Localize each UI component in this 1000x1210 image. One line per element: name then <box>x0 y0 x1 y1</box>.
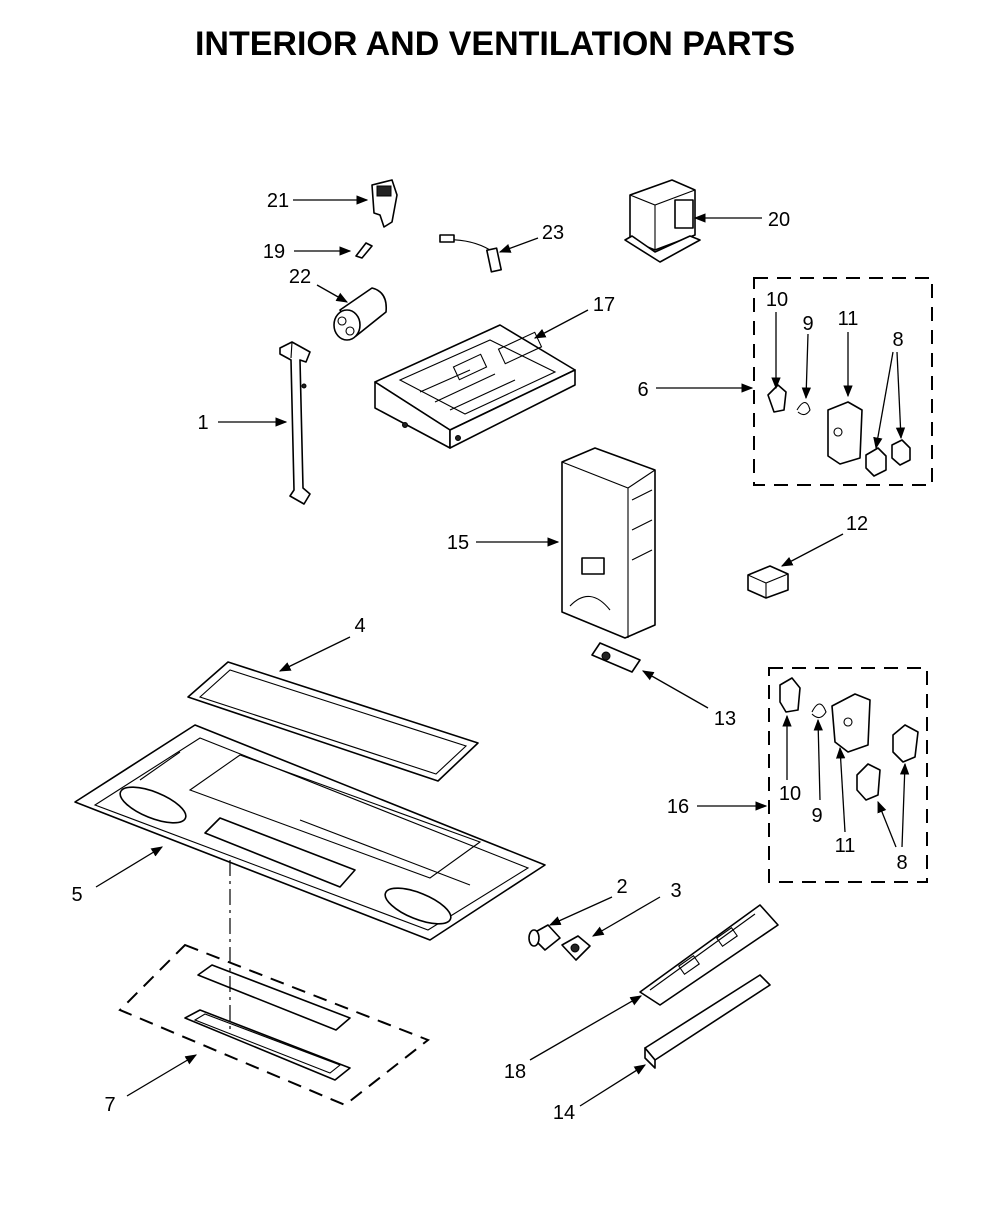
callout-1: 1 <box>197 412 208 434</box>
callout-17: 17 <box>593 294 615 316</box>
callout-2: 2 <box>616 876 627 898</box>
callout-5: 5 <box>71 884 82 906</box>
callout-11a: 11 <box>838 308 859 330</box>
switch-kit-box-6 <box>753 277 933 486</box>
callout-9a: 9 <box>802 313 813 335</box>
callout-4: 4 <box>354 615 365 637</box>
part-22-capacitor[interactable] <box>333 287 388 341</box>
callout-15: 15 <box>447 532 469 554</box>
callout-12: 12 <box>846 513 868 535</box>
part-18-control-bracket[interactable] <box>639 904 779 1006</box>
callout-22: 22 <box>289 266 311 288</box>
callout-7: 7 <box>104 1094 115 1116</box>
part-17-mounting-plate[interactable] <box>374 324 576 449</box>
part-8-switch-d[interactable] <box>892 724 919 763</box>
part-12-block[interactable] <box>747 565 789 599</box>
part-8-switch-c[interactable] <box>856 763 881 801</box>
part-13-socket-plate[interactable] <box>591 642 641 673</box>
callout-10a: 10 <box>766 289 788 311</box>
part-8-switch-b[interactable] <box>891 439 911 466</box>
part-11-switch-holder[interactable] <box>827 401 863 465</box>
switch-kit-box-16 <box>768 667 928 883</box>
callout-3: 3 <box>670 880 681 902</box>
part-14-trim-bar[interactable] <box>644 974 771 1069</box>
filter-kit-box-7 <box>118 943 430 1107</box>
part-3-lamp-socket[interactable] <box>561 935 591 961</box>
part-7-filter-frame[interactable] <box>184 964 351 1081</box>
part-10-switch-bracket[interactable] <box>767 384 787 413</box>
callout-18: 18 <box>504 1061 526 1083</box>
callout-11b: 11 <box>835 835 856 857</box>
part-19-clip[interactable] <box>355 242 373 259</box>
callout-labels: 21 19 22 23 20 1 17 6 10 9 11 8 15 12 13… <box>71 190 907 1124</box>
part-20-transformer[interactable] <box>624 179 701 263</box>
callout-20: 20 <box>768 209 790 231</box>
callout-19: 19 <box>263 241 285 263</box>
callout-10b: 10 <box>779 783 801 805</box>
callout-8b: 8 <box>896 852 907 874</box>
part-5-vent-base[interactable] <box>74 724 546 941</box>
part-23-wire[interactable] <box>439 234 502 273</box>
callout-13: 13 <box>714 708 736 730</box>
callout-16: 16 <box>667 796 689 818</box>
callout-14: 14 <box>553 1102 575 1124</box>
part-11-switch-holder-b[interactable] <box>831 693 871 753</box>
page-title: INTERIOR AND VENTILATION PARTS <box>195 25 795 63</box>
callout-21: 21 <box>267 190 289 212</box>
callout-23: 23 <box>542 222 564 244</box>
part-8-switch-a[interactable] <box>865 447 887 477</box>
callout-8a: 8 <box>892 329 903 351</box>
part-9-spring-b[interactable] <box>811 703 827 719</box>
leader-lines <box>95 195 910 1107</box>
part-9-spring[interactable] <box>796 401 811 416</box>
part-1-bracket[interactable] <box>279 341 311 505</box>
callout-9b: 9 <box>811 805 822 827</box>
part-15-air-duct[interactable] <box>561 447 656 639</box>
part-2-lamp[interactable] <box>528 924 561 951</box>
part-4-panel[interactable] <box>187 661 479 782</box>
part-10-switch-bracket-b[interactable] <box>779 677 801 713</box>
part-21-clip[interactable] <box>371 179 398 228</box>
callout-6: 6 <box>637 379 648 401</box>
